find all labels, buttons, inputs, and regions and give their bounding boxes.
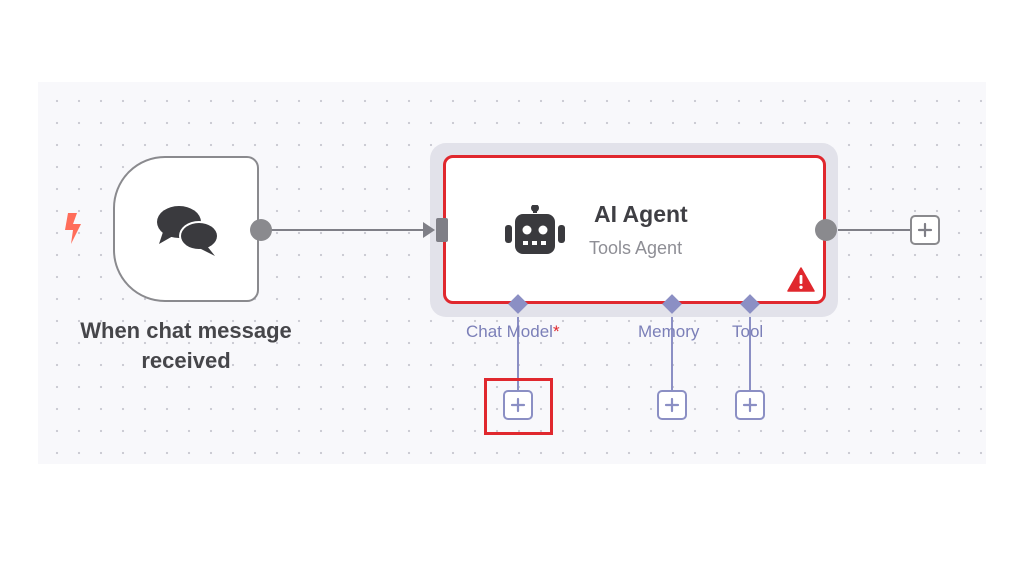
tool-label: Tool: [732, 322, 764, 341]
chat-model-label: Chat Model*: [466, 322, 560, 341]
robot-icon: [503, 204, 567, 262]
trigger-node-title: When chat message received: [80, 318, 292, 373]
add-tool-button[interactable]: [735, 390, 765, 420]
required-asterisk: *: [552, 322, 560, 341]
memory-wire: [671, 311, 673, 391]
connection-trigger-to-agent[interactable]: [260, 229, 430, 231]
chat-model-highlight: [484, 378, 553, 435]
chat-bubbles-icon: [155, 202, 221, 263]
agent-node-subtitle: Tools Agent: [589, 238, 683, 258]
plus-icon: [510, 397, 526, 413]
plus-icon: [917, 222, 933, 238]
add-chat-model-button[interactable]: [503, 390, 533, 420]
ai-agent-node[interactable]: [443, 155, 826, 304]
warning-triangle-icon[interactable]: [787, 267, 815, 297]
agent-output-handle[interactable]: [815, 219, 837, 241]
chat-trigger-node[interactable]: [113, 156, 259, 302]
agent-node-title: AI Agent: [594, 201, 688, 227]
lightning-bolt-icon: [62, 210, 88, 251]
chat-model-wire: [517, 311, 519, 391]
agent-input-arrow-icon: [423, 222, 435, 238]
tool-wire: [749, 311, 751, 391]
output-add-button[interactable]: [910, 215, 940, 245]
output-wire: [826, 229, 910, 231]
add-memory-button[interactable]: [657, 390, 687, 420]
plus-icon: [664, 397, 680, 413]
memory-label: Memory: [638, 322, 700, 341]
trigger-output-handle[interactable]: [250, 219, 272, 241]
plus-icon: [742, 397, 758, 413]
agent-input-handle[interactable]: [436, 218, 448, 242]
